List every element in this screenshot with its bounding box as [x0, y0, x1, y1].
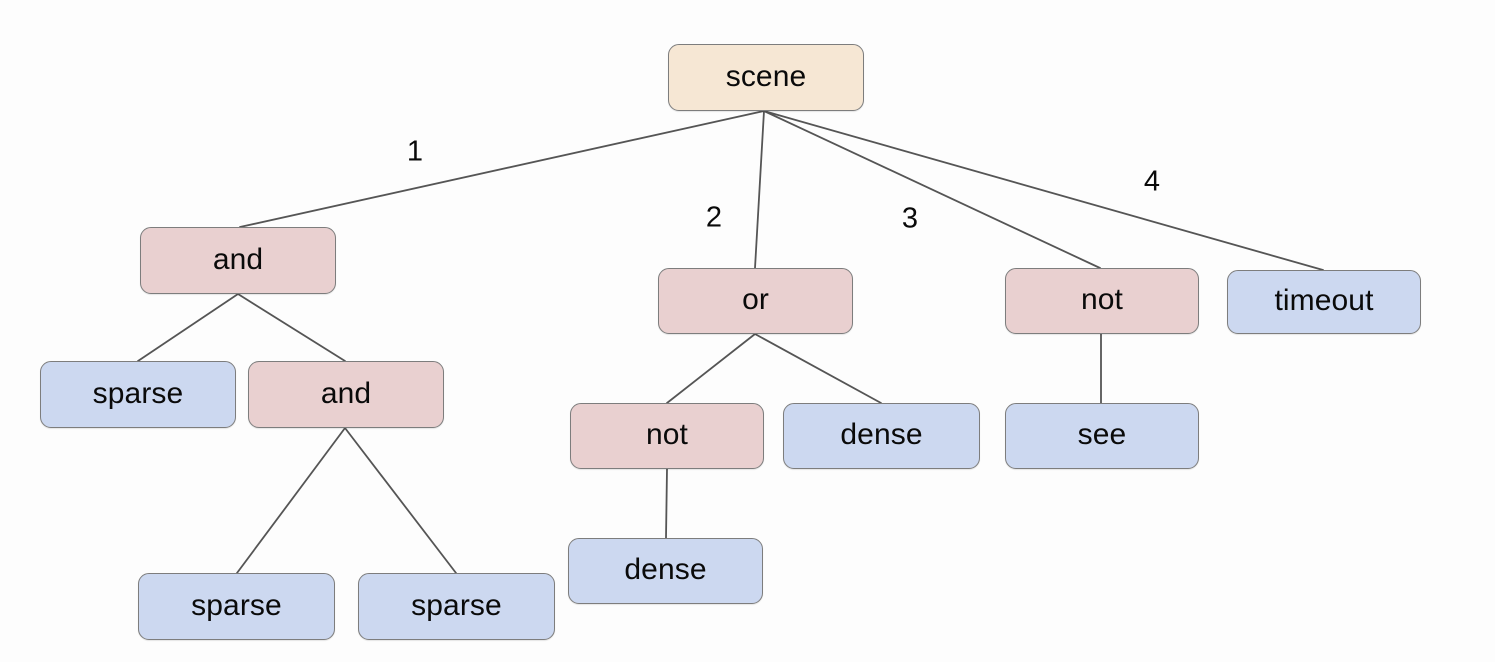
- node-label: not: [1080, 283, 1123, 316]
- node-see1[interactable]: see: [1005, 403, 1199, 469]
- node-dense2[interactable]: dense: [568, 538, 763, 604]
- edge-scene-to-or1: [754, 110, 765, 269]
- node-not2[interactable]: not: [1005, 268, 1199, 334]
- node-label: dense: [840, 418, 923, 451]
- edge-label-1: 1: [406, 135, 424, 168]
- edge-label-3: 3: [901, 202, 919, 235]
- node-label: sparse: [92, 376, 184, 410]
- edge-and2-to-sparse3: [344, 427, 457, 574]
- node-sparse1[interactable]: sparse: [40, 361, 236, 428]
- node-or1[interactable]: or: [658, 268, 853, 334]
- edge-and2-to-sparse2: [236, 427, 346, 574]
- edge-or1-to-not1: [666, 333, 756, 404]
- node-label: see: [1077, 418, 1127, 451]
- node-label: scene: [725, 59, 807, 93]
- node-label: and: [212, 242, 264, 276]
- edge-not1-to-dense2: [665, 468, 668, 539]
- node-sparse2[interactable]: sparse: [138, 573, 335, 640]
- node-label: timeout: [1274, 284, 1374, 317]
- node-timeout1[interactable]: timeout: [1227, 270, 1421, 334]
- edge-and1-to-sparse1: [137, 293, 239, 362]
- node-not1[interactable]: not: [570, 403, 764, 469]
- edge-and1-to-and2: [237, 293, 346, 362]
- node-label: and: [320, 376, 372, 410]
- edge-scene-to-not2: [763, 110, 1101, 269]
- node-label: sparse: [411, 588, 502, 622]
- node-sparse3[interactable]: sparse: [358, 573, 555, 640]
- edge-label-4: 4: [1143, 165, 1161, 198]
- node-scene[interactable]: scene: [668, 44, 864, 111]
- node-label: dense: [624, 553, 707, 586]
- edge-scene-to-timeout1: [763, 110, 1324, 271]
- node-label: not: [645, 418, 688, 451]
- node-label: or: [742, 283, 769, 316]
- node-label: sparse: [191, 588, 282, 622]
- edge-or1-to-dense1: [754, 333, 882, 404]
- node-and2[interactable]: and: [248, 361, 444, 428]
- node-dense1[interactable]: dense: [783, 403, 980, 469]
- node-and1[interactable]: and: [140, 227, 336, 294]
- edge-label-2: 2: [705, 201, 723, 234]
- edge-scene-to-and1: [239, 110, 765, 228]
